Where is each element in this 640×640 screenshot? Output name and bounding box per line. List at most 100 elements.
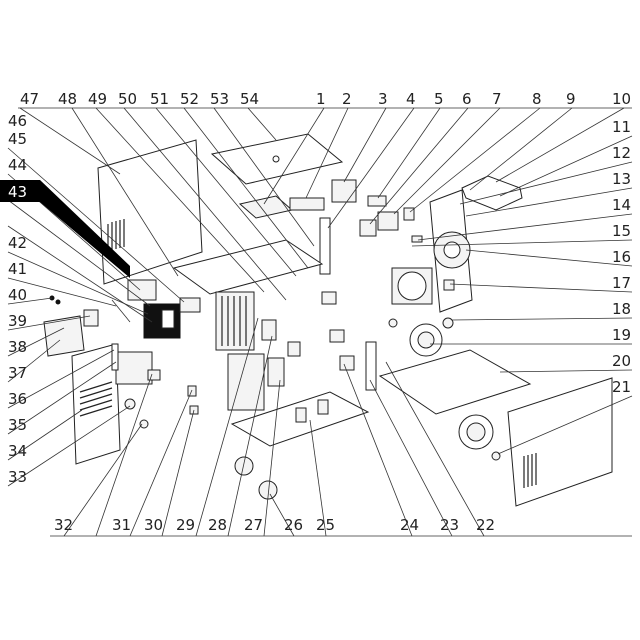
label-40: 40	[8, 286, 27, 304]
label-11: 11	[612, 118, 631, 136]
base-mount-a	[295, 407, 307, 423]
label-50: 50	[118, 90, 137, 108]
label-30: 30	[144, 516, 163, 534]
label-37: 37	[8, 364, 27, 382]
label-23: 23	[440, 516, 459, 534]
heatsink-lower	[227, 353, 265, 411]
knob-18b	[442, 317, 454, 329]
small-transformer	[331, 179, 357, 203]
screw-39b	[55, 299, 61, 305]
bracket-36	[111, 343, 119, 371]
label-52: 52	[180, 90, 199, 108]
small-switch	[403, 207, 415, 221]
part-32	[147, 369, 161, 381]
highlight-box-43	[0, 180, 40, 202]
label-39: 39	[8, 312, 27, 330]
terminal-strip	[289, 197, 325, 211]
relay-c	[339, 355, 355, 371]
label-14: 14	[612, 196, 631, 214]
label-27: 27	[244, 516, 263, 534]
front-panel	[71, 343, 121, 465]
label-24: 24	[400, 516, 419, 534]
control-panel-37	[43, 315, 85, 357]
label-28: 28	[208, 516, 227, 534]
base-mount-b	[317, 399, 329, 415]
relay-b	[329, 329, 345, 343]
bracket-46	[179, 297, 201, 313]
label-44: 44	[8, 156, 27, 174]
label-29: 29	[176, 516, 195, 534]
clip-40	[83, 309, 99, 327]
label-43: 43	[8, 183, 27, 201]
label-31: 31	[112, 516, 131, 534]
rod-41	[111, 299, 131, 323]
highlight-leader-43	[40, 180, 130, 278]
switch-block	[377, 211, 399, 231]
label-20: 20	[612, 352, 631, 370]
label-36: 36	[8, 390, 27, 408]
divider-plate	[365, 341, 377, 391]
label-1: 1	[316, 90, 326, 108]
leader-lines	[7, 107, 633, 537]
module-29	[287, 341, 301, 357]
label-7: 7	[492, 90, 502, 108]
knob-18a	[388, 318, 398, 328]
label-47: 47	[20, 90, 39, 108]
label-15: 15	[612, 222, 631, 240]
caster-front	[234, 456, 254, 476]
middle-chassis-plate	[172, 239, 324, 295]
bracket-6	[359, 219, 377, 237]
side-panel-right	[507, 377, 613, 507]
relay-a	[321, 291, 337, 305]
label-21: 21	[612, 378, 631, 396]
handle-bracket	[461, 175, 523, 211]
label-35: 35	[8, 416, 27, 434]
pcb-board	[238, 195, 294, 219]
label-18: 18	[612, 300, 631, 318]
parts-drawing	[43, 133, 613, 507]
label-51: 51	[150, 90, 169, 108]
connector-14	[411, 235, 423, 243]
label-25: 25	[316, 516, 335, 534]
foot-21	[491, 451, 501, 461]
label-8: 8	[532, 90, 542, 108]
connector-16	[443, 279, 455, 291]
label-45: 45	[8, 130, 27, 148]
label-17: 17	[612, 274, 631, 292]
label-22: 22	[476, 516, 495, 534]
label-33: 33	[8, 468, 27, 486]
label-4: 4	[406, 90, 416, 108]
bracket-5	[367, 195, 387, 207]
label-49: 49	[88, 90, 107, 108]
label-53: 53	[210, 90, 229, 108]
knob-34	[124, 398, 136, 410]
side-vents-right	[523, 453, 537, 488]
label-5: 5	[434, 90, 444, 108]
label-10: 10	[612, 90, 631, 108]
label-48: 48	[58, 90, 77, 108]
module-28	[261, 319, 277, 341]
label-46: 46	[8, 112, 27, 130]
label-12: 12	[612, 144, 631, 162]
module-27	[267, 357, 285, 387]
label-38: 38	[8, 338, 27, 356]
label-42: 42	[8, 234, 27, 252]
vertical-bar	[319, 217, 331, 275]
main-transformer	[115, 351, 153, 385]
label-26: 26	[284, 516, 303, 534]
label-19: 19	[612, 326, 631, 344]
label-16: 16	[612, 248, 631, 266]
label-6: 6	[462, 90, 472, 108]
label-13: 13	[612, 170, 631, 188]
bottom-panel-right	[378, 349, 532, 415]
label-32: 32	[54, 516, 73, 534]
label-2: 2	[342, 90, 352, 108]
knob-33	[139, 419, 149, 429]
label-41: 41	[8, 260, 27, 278]
part-labels: 1 2 3 4 5 6 7 8 9 10 11 12 13 14 15 16 1…	[8, 90, 631, 534]
label-54: 54	[240, 90, 259, 108]
label-34: 34	[8, 442, 27, 460]
label-9: 9	[566, 90, 576, 108]
label-3: 3	[378, 90, 388, 108]
